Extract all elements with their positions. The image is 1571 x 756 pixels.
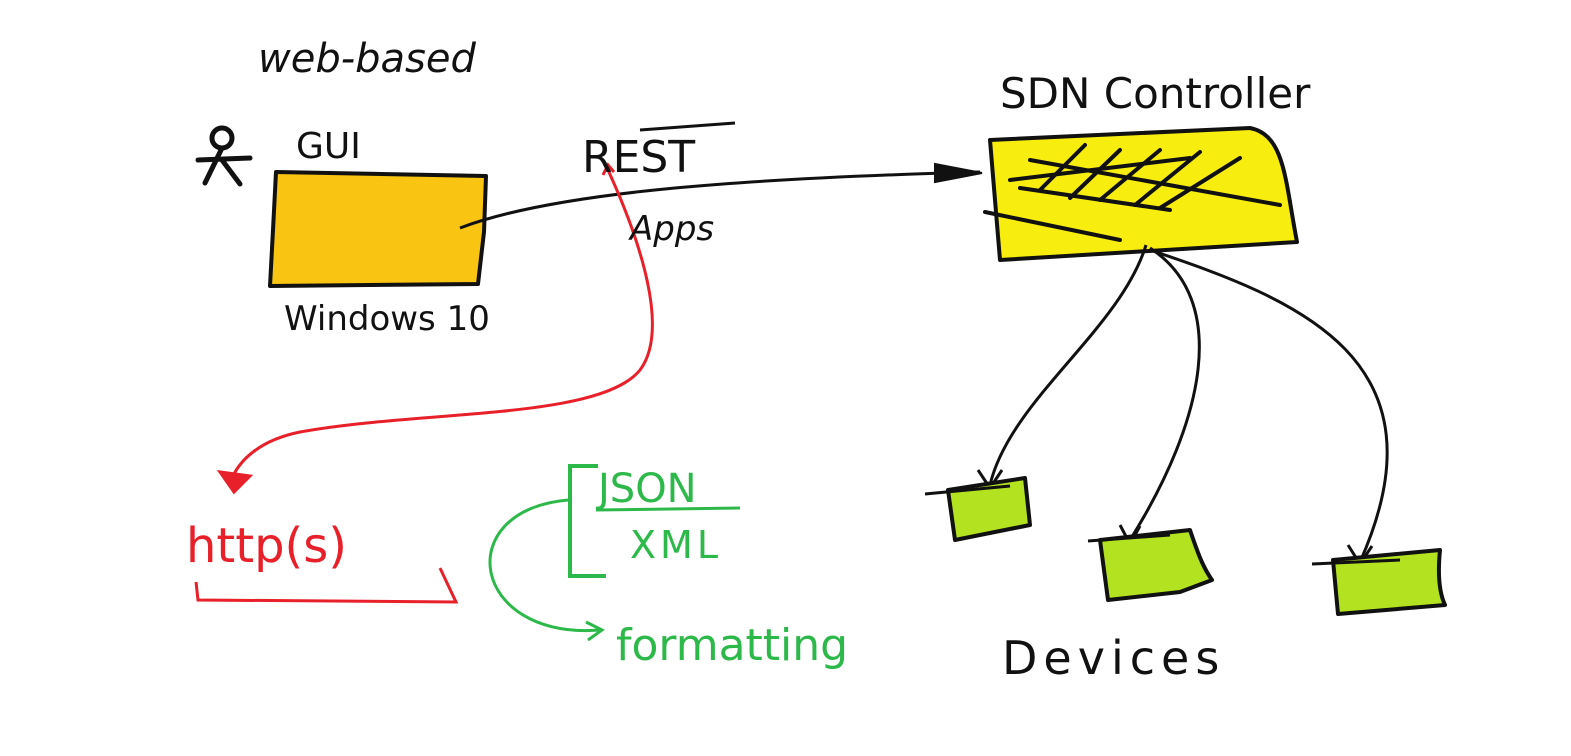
controller-device-links xyxy=(988,244,1389,563)
label-xml: XML xyxy=(630,523,722,567)
label-windows: Windows 10 xyxy=(284,299,490,339)
controller-hatching xyxy=(983,143,1282,242)
label-formatting: formatting xyxy=(616,620,848,671)
user-icon xyxy=(195,125,253,187)
label-json: JSON xyxy=(595,466,697,512)
sdn-controller-box xyxy=(988,126,1299,262)
device-3 xyxy=(1331,548,1447,616)
red-arrowhead xyxy=(216,470,254,495)
format-to-formatting-arrow xyxy=(488,498,601,632)
gui-to-controller-arrow xyxy=(459,170,981,230)
label-rest: REST xyxy=(582,132,695,183)
device-2 xyxy=(1098,528,1214,602)
arrowhead-controller xyxy=(934,162,983,184)
label-devices: Devices xyxy=(1002,631,1225,685)
device-1 xyxy=(946,476,1032,542)
label-sdn-controller: SDN Controller xyxy=(1000,69,1311,118)
rest-to-https-arrow xyxy=(230,169,654,479)
label-https: http(s) xyxy=(186,518,347,574)
label-apps: Apps xyxy=(628,209,714,249)
label-web-based: web-based xyxy=(258,36,477,82)
label-gui: GUI xyxy=(296,126,361,167)
https-underline xyxy=(194,567,459,604)
format-bracket xyxy=(568,464,606,578)
gui-box xyxy=(268,170,488,288)
